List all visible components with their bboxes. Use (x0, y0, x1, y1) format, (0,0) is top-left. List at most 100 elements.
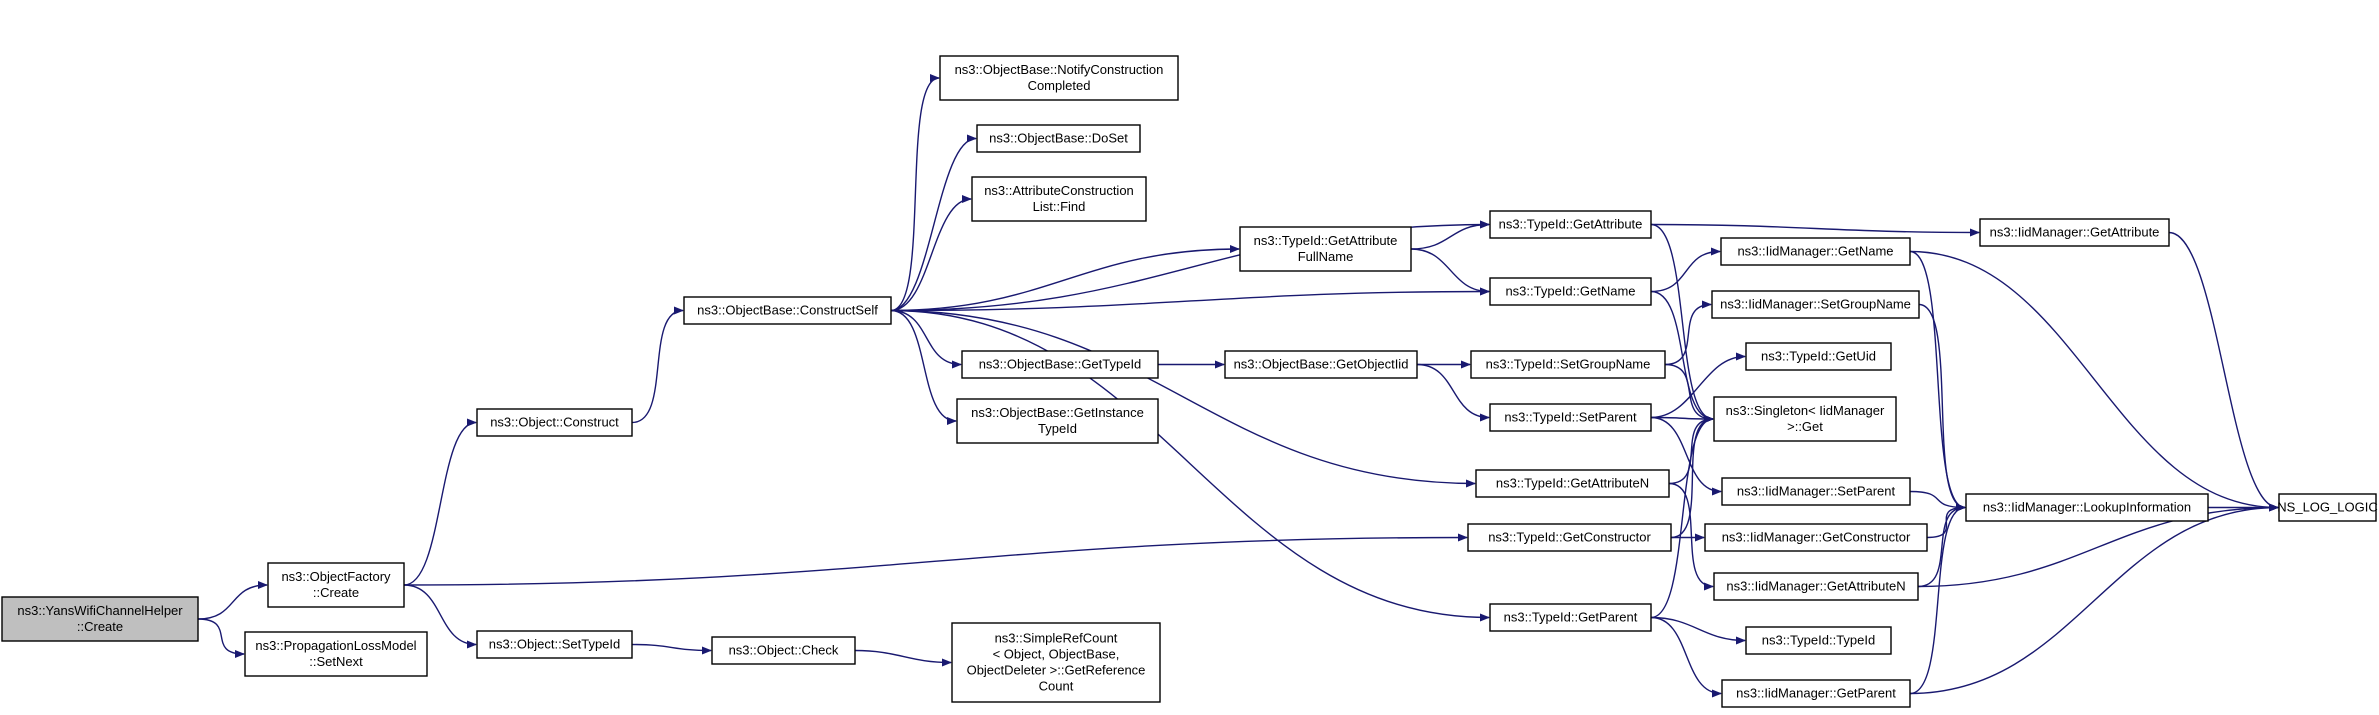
node-box (1489, 603, 1652, 632)
node-label: ns3::SimpleRefCount (995, 631, 1118, 646)
call-edge-tid-getparent-to-tid-typeid (1650, 616, 1746, 645)
call-edge-ob-constructself-to-ob-notify (890, 74, 940, 312)
node-label: ns3::IidManager::GetName (1737, 244, 1893, 259)
call-edge-iid-getattrn-to-ns-log (1917, 503, 2279, 588)
call-edge-ob-constructself-to-acl-find (890, 195, 972, 312)
call-edge-tid-getattrfull-to-tid-getattr (1410, 220, 1490, 250)
function-node-iid-getparent[interactable]: ns3::IidManager::GetParent (1721, 679, 1911, 708)
function-node-ob-getobjiid[interactable]: ns3::ObjectBase::GetObjectIid (1224, 350, 1418, 379)
function-node-tid-getuid[interactable]: ns3::TypeId::GetUid (1745, 342, 1892, 371)
function-node-ob-notify[interactable]: ns3::ObjectBase::NotifyConstructionCompl… (939, 55, 1179, 101)
node-label: NS_LOG_LOGIC (2277, 500, 2377, 515)
node-box (476, 630, 633, 659)
function-node-tid-getparent[interactable]: ns3::TypeId::GetParent (1489, 603, 1652, 632)
function-node-yans[interactable]: ns3::YansWifiChannelHelper::Create (1, 596, 199, 642)
call-edge-tid-setgroup-to-singleton-get (1664, 363, 1714, 423)
call-edge-iid-getparent-to-iid-lookup (1909, 503, 1966, 695)
function-node-obj-construct[interactable]: ns3::Object::Construct (476, 408, 633, 437)
function-node-iid-setgroup[interactable]: ns3::IidManager::SetGroupName (1711, 290, 1920, 319)
call-edge-tid-getparent-to-iid-getparent (1650, 616, 1722, 698)
node-box (1721, 477, 1911, 506)
node-label: ns3::Object::Check (729, 643, 839, 658)
node-label: ns3::IidManager::SetGroupName (1720, 297, 1911, 312)
call-edge-ob-constructself-to-ob-getinst (890, 309, 957, 425)
node-label: ns3::IidManager::LookupInformation (1983, 500, 2191, 515)
node-box (1720, 237, 1911, 266)
call-edge-tid-getattrn-to-singleton-get (1668, 415, 1714, 485)
function-node-tid-getname[interactable]: ns3::TypeId::GetName (1489, 277, 1652, 306)
node-label: ns3::TypeId::GetAttributeN (1496, 476, 1649, 491)
function-node-of-create[interactable]: ns3::ObjectFactory::Create (267, 562, 405, 608)
node-box (951, 622, 1161, 703)
call-edge-tid-setparent-to-singleton-get (1650, 414, 1714, 423)
call-edge-ob-constructself-to-tid-getparent (890, 309, 1490, 622)
function-node-obj-check[interactable]: ns3::Object::Check (711, 636, 856, 665)
node-label: ns3::ObjectBase::GetInstance (971, 405, 1144, 420)
function-node-singleton-get[interactable]: ns3::Singleton< IidManager>::Get (1713, 396, 1897, 442)
call-edge-iid-setparent-to-iid-lookup (1909, 490, 1966, 512)
node-label: FullName (1298, 249, 1354, 264)
call-edge-tid-getattr-to-singleton-get (1650, 223, 1714, 423)
node-label: ns3::TypeId::TypeId (1762, 633, 1875, 648)
function-node-ob-constructself[interactable]: ns3::ObjectBase::ConstructSelf (683, 296, 892, 325)
node-box (1745, 626, 1892, 655)
node-box (1489, 210, 1652, 239)
node-label: ns3::IidManager::SetParent (1737, 484, 1896, 499)
node-box (1979, 218, 2170, 247)
function-node-ob-doset[interactable]: ns3::ObjectBase::DoSet (976, 124, 1141, 153)
node-label: ns3::AttributeConstruction (984, 183, 1134, 198)
node-box (1704, 523, 1928, 552)
node-box (971, 176, 1147, 222)
call-edge-tid-getctor-to-singleton-get (1670, 415, 1714, 539)
function-node-iid-lookup[interactable]: ns3::IidManager::LookupInformation (1965, 493, 2209, 522)
node-label: ns3::IidManager::GetConstructor (1722, 530, 1911, 545)
node-layer: ns3::YansWifiChannelHelper::Createns3::O… (1, 55, 2378, 708)
node-label: ns3::TypeId::GetConstructor (1488, 530, 1651, 545)
node-box (961, 350, 1159, 379)
function-node-tid-setparent[interactable]: ns3::TypeId::SetParent (1489, 403, 1652, 432)
function-node-obj-settypeid[interactable]: ns3::Object::SetTypeId (476, 630, 633, 659)
function-node-tid-getctor[interactable]: ns3::TypeId::GetConstructor (1467, 523, 1672, 552)
node-label: ObjectDeleter >::GetReference (967, 663, 1146, 678)
function-node-tid-getattr[interactable]: ns3::TypeId::GetAttribute (1489, 210, 1652, 239)
function-node-tid-getattrn[interactable]: ns3::TypeId::GetAttributeN (1475, 469, 1670, 498)
node-box (1713, 572, 1919, 601)
node-label: ns3::ObjectBase::ConstructSelf (697, 303, 878, 318)
function-node-tid-typeid[interactable]: ns3::TypeId::TypeId (1745, 626, 1892, 655)
function-node-iid-getattrn[interactable]: ns3::IidManager::GetAttributeN (1713, 572, 1919, 601)
call-edge-tid-getattrfull-to-tid-getname (1410, 248, 1490, 296)
node-label: ns3::ObjectBase::NotifyConstruction (955, 62, 1164, 77)
node-box (476, 408, 633, 437)
node-label: ns3::Object::SetTypeId (489, 637, 621, 652)
function-node-ns-log[interactable]: NS_LOG_LOGIC (2277, 493, 2378, 522)
call-edge-ob-getobjiid-to-tid-setparent (1416, 363, 1490, 422)
node-label: >::Get (1787, 419, 1823, 434)
function-node-plm-setnext[interactable]: ns3::PropagationLossModel::SetNext (244, 631, 428, 677)
node-label: ns3::IidManager::GetParent (1736, 686, 1896, 701)
function-node-iid-getctor[interactable]: ns3::IidManager::GetConstructor (1704, 523, 1928, 552)
node-label: ns3::TypeId::GetAttribute (1499, 217, 1643, 232)
node-box (1489, 277, 1652, 306)
node-box (1239, 226, 1412, 272)
function-node-ob-gettypeid[interactable]: ns3::ObjectBase::GetTypeId (961, 350, 1159, 379)
function-node-tid-setgroup[interactable]: ns3::TypeId::SetGroupName (1470, 350, 1666, 379)
node-label: ns3::ObjectBase::DoSet (989, 131, 1128, 146)
function-node-iid-getname[interactable]: ns3::IidManager::GetName (1720, 237, 1911, 266)
call-edge-iid-getattrn-to-iid-lookup (1917, 503, 1966, 588)
node-label: ns3::TypeId::GetUid (1761, 349, 1876, 364)
node-box (683, 296, 892, 325)
call-edge-tid-getname-to-singleton-get (1650, 290, 1714, 423)
node-label: < Object, ObjectBase, (993, 647, 1120, 662)
function-node-iid-getattr[interactable]: ns3::IidManager::GetAttribute (1979, 218, 2170, 247)
node-label: ns3::Object::Construct (490, 415, 619, 430)
function-node-iid-setparent[interactable]: ns3::IidManager::SetParent (1721, 477, 1911, 506)
call-edge-obj-settypeid-to-obj-check (631, 643, 712, 655)
function-node-src-getref[interactable]: ns3::SimpleRefCount< Object, ObjectBase,… (951, 622, 1161, 703)
node-box (1470, 350, 1666, 379)
node-label: ns3::TypeId::SetGroupName (1486, 357, 1651, 372)
call-edge-tid-getparent-to-singleton-get (1650, 415, 1714, 619)
